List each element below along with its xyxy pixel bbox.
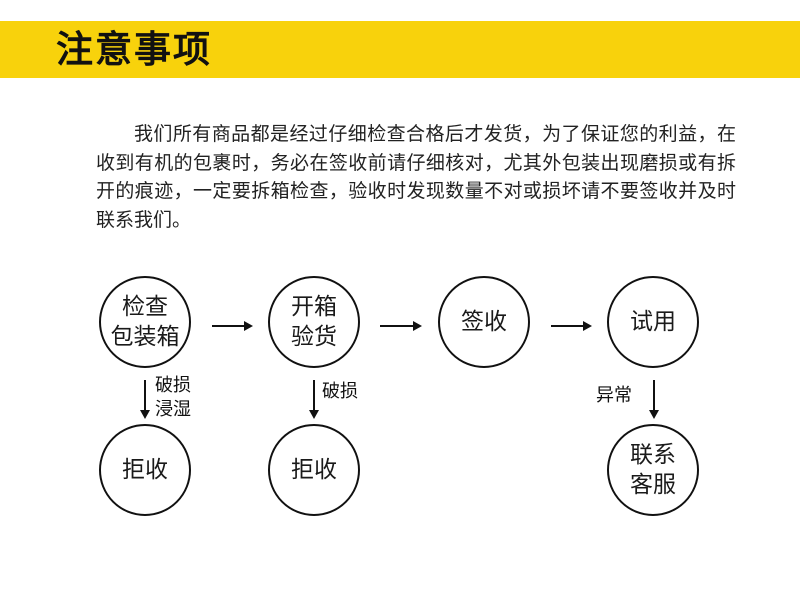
condition-abnormal: 异常 (596, 385, 632, 406)
arrow-down-1 (144, 380, 146, 411)
arrow-1-to-2 (212, 325, 245, 327)
outcome-contact-support: 联系 客服 (607, 424, 699, 516)
intro-paragraph: 我们所有商品都是经过仔细检查合格后才发货，为了保证您的利益，在收到有机的包裹时，… (96, 123, 736, 231)
step-trial-use: 试用 (607, 276, 699, 368)
condition-damaged: 破损 (322, 381, 358, 402)
arrow-down-2-head (309, 410, 319, 419)
outcome-reject-2: 拒收 (268, 424, 360, 516)
outcome-reject-1: 拒收 (99, 424, 191, 516)
step-inspect-package: 检查 包装箱 (99, 276, 191, 368)
step-unbox-inspect: 开箱 验货 (268, 276, 360, 368)
arrow-2-to-3-head (413, 321, 422, 331)
arrow-1-to-2-head (244, 321, 253, 331)
header-banner: 注意事项 (0, 21, 800, 78)
condition-damaged-wet: 破损 浸湿 (155, 375, 191, 420)
arrow-3-to-4-head (583, 321, 592, 331)
arrow-2-to-3 (380, 325, 414, 327)
arrow-down-2 (313, 380, 315, 411)
arrow-3-to-4 (551, 325, 584, 327)
arrow-down-3-head (649, 410, 659, 419)
page-title: 注意事项 (56, 28, 212, 71)
arrow-down-1-head (140, 410, 150, 419)
arrow-down-3 (653, 380, 655, 411)
step-sign-receipt: 签收 (438, 276, 530, 368)
